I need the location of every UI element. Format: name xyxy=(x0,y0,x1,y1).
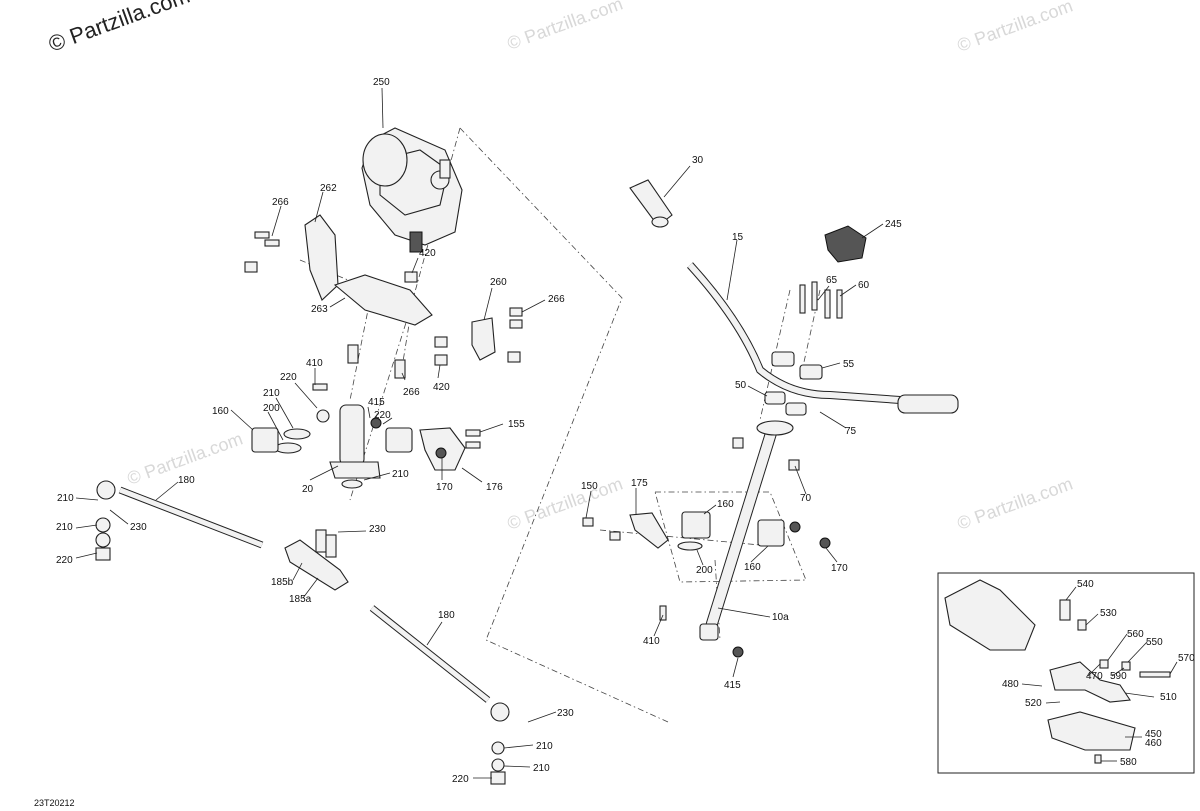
center-link xyxy=(284,529,349,591)
handlebar-clamp xyxy=(764,281,843,416)
part-label: 530 xyxy=(1100,608,1117,619)
partzilla-watermark: © Partzilla.com xyxy=(505,473,626,533)
partzilla-watermark: © Partzilla.com xyxy=(955,473,1076,533)
part-label: 176 xyxy=(486,482,503,493)
part-label: 155 xyxy=(508,419,525,430)
partzilla-watermark: © Partzilla.com xyxy=(955,0,1076,56)
part-label: 210 xyxy=(536,741,553,752)
part-label: 590 xyxy=(1110,671,1127,682)
part-label: 420 xyxy=(419,248,436,259)
part-label: 230 xyxy=(130,522,147,533)
inset-box xyxy=(937,572,1195,774)
part-label: 220 xyxy=(374,410,391,421)
steering-column-upper xyxy=(659,420,794,658)
part-label: 266 xyxy=(272,197,289,208)
part-label: 10a xyxy=(772,612,789,623)
part-label: 470 xyxy=(1086,671,1103,682)
part-label: 510 xyxy=(1160,692,1177,703)
part-label: 220 xyxy=(452,774,469,785)
part-label: 180 xyxy=(438,610,455,621)
partzilla-watermark-main: © Partzilla.com xyxy=(45,0,193,57)
part-label: 540 xyxy=(1077,579,1094,590)
side-bracket xyxy=(471,317,496,361)
part-label: 185a xyxy=(289,594,312,605)
part-label: 410 xyxy=(306,358,323,369)
part-label: 480 xyxy=(1002,679,1019,690)
lower-bracket-plate xyxy=(333,274,433,326)
steering-column-lower xyxy=(251,383,481,489)
part-label: 266 xyxy=(403,387,420,398)
part-label: 210 xyxy=(56,522,73,533)
part-label: 15 xyxy=(732,232,744,243)
bolt-set xyxy=(244,231,523,379)
part-label: 550 xyxy=(1146,637,1163,648)
part-label: 160 xyxy=(212,406,229,417)
part-label: 175 xyxy=(631,478,648,489)
handlebar xyxy=(687,262,959,414)
switch-housing xyxy=(824,225,867,263)
part-label: 415 xyxy=(368,397,385,408)
assembly-outline-large xyxy=(459,127,669,723)
diagram-code: 23T20212 xyxy=(34,798,75,808)
part-label: 185b xyxy=(271,577,294,588)
upper-bearing-bracket xyxy=(582,437,831,551)
part-label: 170 xyxy=(831,563,848,574)
part-label: 262 xyxy=(320,183,337,194)
part-label: 50 xyxy=(735,380,747,391)
part-label: 410 xyxy=(643,636,660,647)
part-label: 420 xyxy=(433,382,450,393)
part-label: 160 xyxy=(744,562,761,573)
part-label: 230 xyxy=(557,708,574,719)
part-label: 220 xyxy=(56,555,73,566)
part-label: 170 xyxy=(436,482,453,493)
part-label: 210 xyxy=(57,493,74,504)
part-label: 200 xyxy=(696,565,713,576)
part-label: 210 xyxy=(392,469,409,480)
part-label: 580 xyxy=(1120,757,1137,768)
hand-guard-assembly xyxy=(944,579,1171,764)
part-label: 200 xyxy=(263,403,280,414)
part-label: 75 xyxy=(845,426,857,437)
part-label: 570 xyxy=(1178,653,1195,664)
part-label: 20 xyxy=(302,484,314,495)
assembly-guide xyxy=(349,299,371,401)
leader-lines xyxy=(75,87,1178,779)
part-label: 55 xyxy=(843,359,855,370)
tie-rod-left xyxy=(95,480,264,561)
part-labels: 250 262 266 420 260 266 263 266 420 410 … xyxy=(56,77,1195,785)
part-label: 245 xyxy=(885,219,902,230)
part-label: 266 xyxy=(548,294,565,305)
partzilla-watermark: © Partzilla.com xyxy=(505,0,626,54)
part-label: 70 xyxy=(800,493,812,504)
part-label: 60 xyxy=(858,280,870,291)
part-label: 220 xyxy=(280,372,297,383)
part-label: 150 xyxy=(581,481,598,492)
part-label: 450 xyxy=(1145,729,1162,740)
part-label: 520 xyxy=(1025,698,1042,709)
power-steering-unit xyxy=(361,127,463,253)
part-label: 210 xyxy=(263,388,280,399)
part-label: 250 xyxy=(373,77,390,88)
part-label: 65 xyxy=(826,275,838,286)
part-label: 260 xyxy=(490,277,507,288)
mounting-bracket xyxy=(304,214,339,301)
part-label: 460 xyxy=(1145,738,1162,749)
part-label: 415 xyxy=(724,680,741,691)
part-label: 160 xyxy=(717,499,734,510)
part-label: 560 xyxy=(1127,629,1144,640)
part-label: 180 xyxy=(178,475,195,486)
handlebar-grip xyxy=(629,179,673,228)
assembly-outline-bracket xyxy=(654,491,807,583)
part-label: 210 xyxy=(533,763,550,774)
part-label: 263 xyxy=(311,304,328,315)
part-label: 30 xyxy=(692,155,704,166)
part-label: 230 xyxy=(369,524,386,535)
